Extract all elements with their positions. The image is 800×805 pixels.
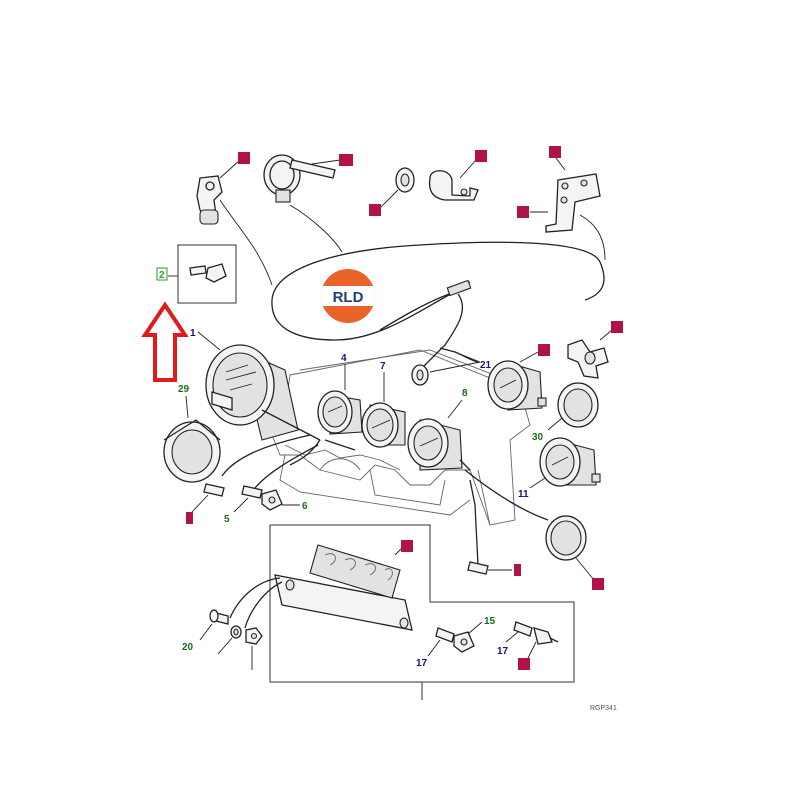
tag-23 — [238, 152, 250, 164]
part-7-gauge — [361, 402, 406, 448]
part-22-cable-tie — [263, 154, 336, 203]
red-up-arrow — [141, 301, 189, 382]
tag-26 — [369, 204, 381, 216]
tag-3a — [186, 512, 193, 524]
tag-24 — [611, 321, 623, 333]
part-2-label: 2 — [159, 270, 165, 281]
speedometer-cable — [271, 241, 605, 371]
tag-25 — [549, 146, 561, 158]
lower-parts-box — [269, 524, 575, 700]
tag-10 — [538, 344, 550, 356]
part-6-holder — [261, 489, 283, 511]
callout-7: 7 — [380, 361, 386, 372]
part-13-printed-circuit — [274, 544, 413, 631]
part-17-bulb-left — [435, 627, 455, 643]
part-24-clip — [567, 339, 609, 379]
part-15-holder — [453, 631, 475, 653]
callout-17b: 17 — [497, 646, 509, 657]
part-11-gauge — [539, 437, 601, 487]
tag-13 — [401, 540, 413, 552]
part-8-gauge — [407, 418, 471, 471]
diagram-code: RGP341 — [590, 705, 617, 712]
part-20-nut — [245, 627, 263, 645]
tag-14 — [518, 658, 530, 670]
part-18-screw — [209, 609, 229, 625]
callout-29: 29 — [178, 384, 190, 395]
callout-21: 21 — [480, 360, 492, 371]
part-27-p-clip — [428, 170, 479, 201]
part-1-speedometer — [205, 344, 321, 441]
part-14-holder — [533, 627, 559, 645]
callout-17a: 17 — [416, 658, 428, 669]
callout-11: 11 — [518, 489, 529, 500]
part-3-bulb — [203, 483, 225, 497]
part-23-cable-grommet — [196, 175, 223, 225]
part-17-bulb-right — [513, 621, 533, 637]
part-2-box — [168, 244, 237, 304]
tag-3b — [514, 564, 521, 576]
part-12-lens — [545, 515, 587, 561]
callout-5: 5 — [224, 514, 230, 525]
callout-15: 15 — [484, 616, 496, 627]
part-26-grommet — [395, 167, 415, 193]
part-21-grommet — [411, 364, 429, 386]
callout-6: 6 — [302, 501, 308, 512]
part-5-bulb — [241, 485, 263, 499]
part-10-gauge — [487, 360, 547, 411]
tag-12 — [592, 578, 604, 590]
part-2-label-box — [156, 267, 168, 281]
part-30-bezel — [557, 382, 599, 428]
part-4-gauge — [317, 390, 363, 435]
part-29-bezel — [163, 419, 221, 483]
tag-22 — [339, 154, 353, 166]
tag-27 — [475, 150, 487, 162]
dashboard-panel — [269, 349, 531, 526]
part-25-bracket — [545, 173, 601, 233]
part-3-bulb-right — [467, 561, 489, 575]
callout-1: 1 — [190, 328, 196, 339]
callout-18: 20 — [182, 642, 194, 653]
logo-text: RLD — [333, 289, 364, 306]
part-19-washer — [230, 625, 242, 639]
callout-30: 30 — [532, 432, 544, 443]
callout-4: 4 — [341, 353, 347, 364]
callout-8: 8 — [462, 388, 468, 399]
tag-28 — [517, 206, 529, 218]
rld-logo: RLD — [321, 269, 375, 323]
